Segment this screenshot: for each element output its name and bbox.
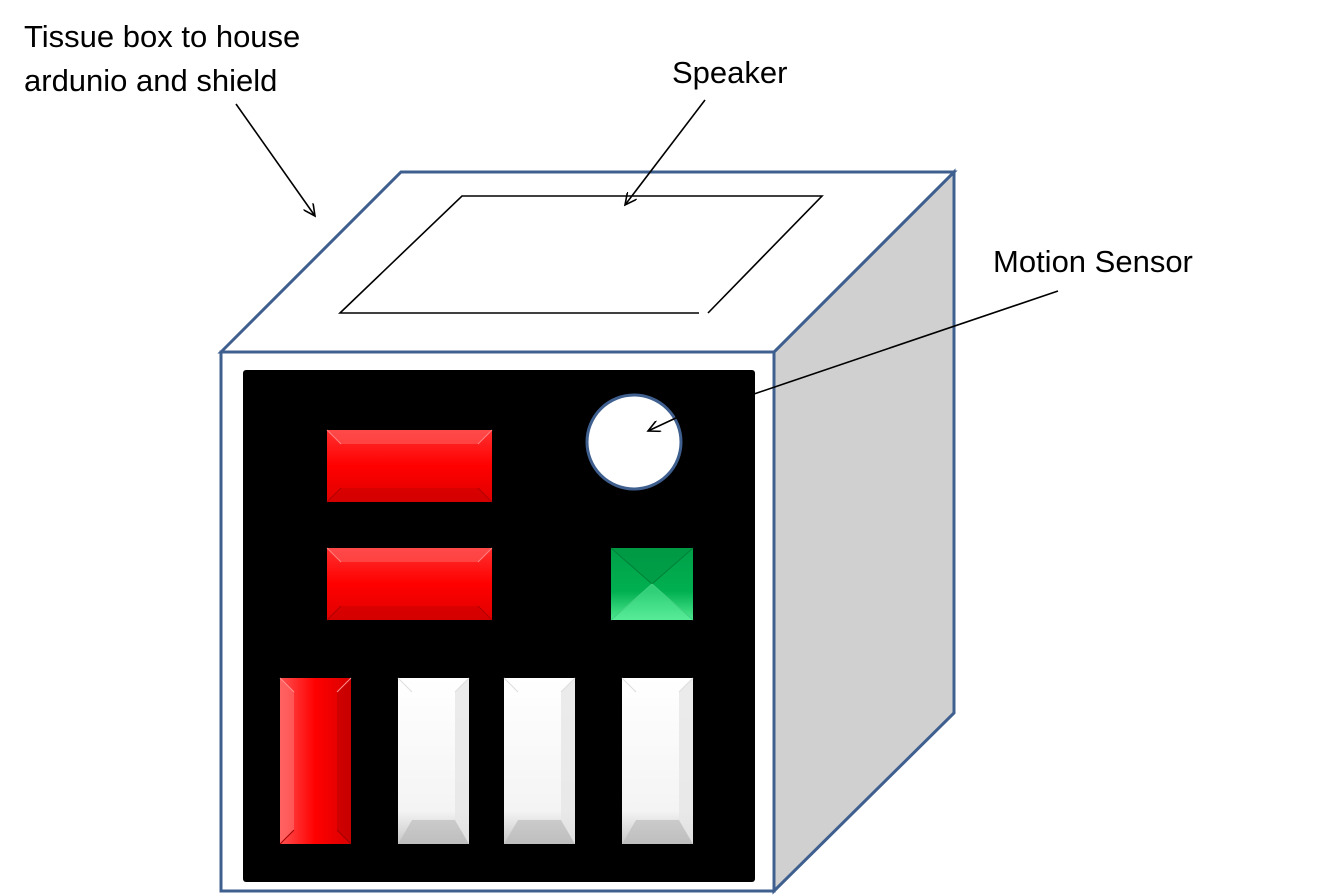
speaker-label: Speaker xyxy=(672,55,788,90)
red-vertical-button[interactable] xyxy=(279,677,352,845)
green-button[interactable] xyxy=(610,547,694,621)
speaker-arrow xyxy=(625,99,706,205)
motion-sensor-leader-line xyxy=(753,290,1059,395)
tissue-box-label-line1: Tissue box to house xyxy=(24,19,301,54)
motion-sensor xyxy=(585,393,683,491)
motion-sensor-arrow xyxy=(648,416,679,431)
red-button-middle[interactable] xyxy=(326,547,493,621)
speaker-outline xyxy=(338,195,824,314)
tissue-box-arrow xyxy=(235,103,315,216)
white-button-2[interactable] xyxy=(503,677,576,844)
red-button-top[interactable] xyxy=(326,429,493,503)
white-button-1[interactable] xyxy=(397,677,470,844)
motion-sensor-label: Motion Sensor xyxy=(993,244,1193,279)
white-button-3[interactable] xyxy=(621,677,694,844)
tissue-box-label-line2: ardunio and shield xyxy=(24,63,278,98)
